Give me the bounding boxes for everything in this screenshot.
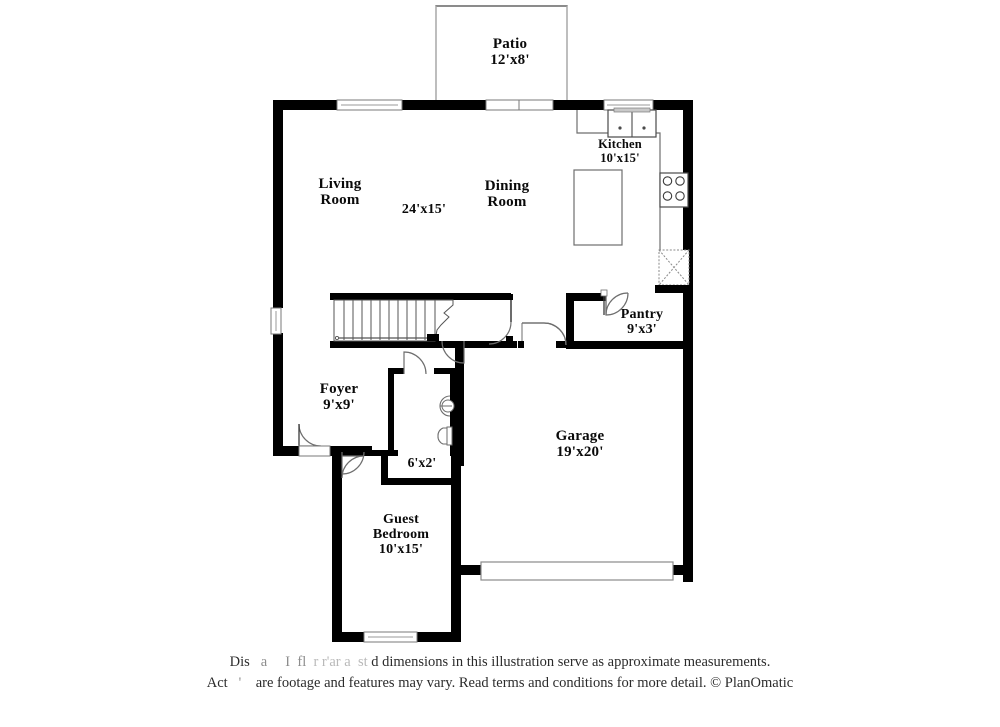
disclaimer-line-2: Act ' are footage and features may vary.… xyxy=(0,673,1000,694)
room-label-patio: Patio 12'x8' xyxy=(440,36,580,68)
room-label-guest-bedroom: Guest Bedroom 10'x15' xyxy=(352,512,450,557)
disclaimer-frag-2c: are footage and features may vary. Read … xyxy=(255,674,707,691)
exterior-walls xyxy=(273,100,693,642)
disclaimer-frag-2a: Act xyxy=(206,674,228,691)
bathroom-fixtures xyxy=(437,395,455,446)
disclaimer-text: Dis a I fl r r'ar a st d dimensions in t… xyxy=(0,652,1000,694)
kitchen-name: Kitchen xyxy=(598,137,642,151)
disclaimer-frag-2b: ' xyxy=(238,674,242,691)
pantry-dimensions: 9'x3' xyxy=(627,322,657,338)
disclaimer-frag-1e: r r'ar a xyxy=(313,654,351,670)
disclaimer-frag-1d: fl xyxy=(297,654,307,670)
patio-dimensions: 12'x8' xyxy=(490,52,530,69)
living-room-name: Living xyxy=(318,176,362,192)
kitchen-dimensions: 10'x15' xyxy=(600,150,640,165)
guide-lines xyxy=(435,6,568,100)
disclaimer-frag-1a: Dis xyxy=(229,654,250,670)
garage-dimensions: 19'x20' xyxy=(556,444,604,461)
doors xyxy=(298,289,629,479)
guest-bedroom-name-line2: Bedroom xyxy=(372,527,430,543)
dining-room-name-line2: Room xyxy=(487,194,527,211)
great-room-dimensions: 24'x15' xyxy=(401,202,447,217)
room-label-living-room: Living Room xyxy=(288,176,392,208)
staircase xyxy=(330,293,501,348)
garage-name: Garage xyxy=(555,428,605,444)
room-label-foyer: Foyer 9'x9' xyxy=(292,381,386,413)
foyer-dimensions: 9'x9' xyxy=(323,397,355,414)
room-label-dining-room: Dining Room xyxy=(455,178,559,210)
windows xyxy=(270,99,654,643)
kitchen-island-shape xyxy=(573,169,623,246)
disclaimer-frag-1b: a xyxy=(260,654,268,670)
patio-outline xyxy=(435,5,568,102)
room-label-bathroom: 6'x2' xyxy=(380,455,464,471)
bathroom-dimensions: 6'x2' xyxy=(407,455,437,470)
foyer-name: Foyer xyxy=(319,381,359,397)
living-room-name-line2: Room xyxy=(320,192,360,209)
dining-room-name: Dining xyxy=(484,178,530,194)
room-label-pantry: Pantry 9'x3' xyxy=(594,307,690,337)
garage-door xyxy=(480,561,674,581)
patio-name: Patio xyxy=(492,36,528,52)
disclaimer-frag-1f: st xyxy=(357,654,368,670)
kitchen-fixtures xyxy=(573,107,690,286)
room-label-kitchen: Kitchen 10'x15' xyxy=(565,137,675,165)
room-label-garage: Garage 19'x20' xyxy=(528,428,632,460)
disclaimer-line-1: Dis a I fl r r'ar a st d dimensions in t… xyxy=(0,652,1000,673)
guest-bedroom-name: Guest xyxy=(383,512,419,527)
disclaimer-frag-1c: I xyxy=(285,654,291,670)
guest-bedroom-dimensions: 10'x15' xyxy=(378,542,424,558)
disclaimer-frag-1g: d dimensions in this illustration serve … xyxy=(371,654,771,670)
disclaimer-copyright: © PlanOmatic xyxy=(710,674,794,691)
room-label-great-room-dimensions: 24'x15' xyxy=(372,202,476,217)
pantry-name: Pantry xyxy=(620,307,664,322)
